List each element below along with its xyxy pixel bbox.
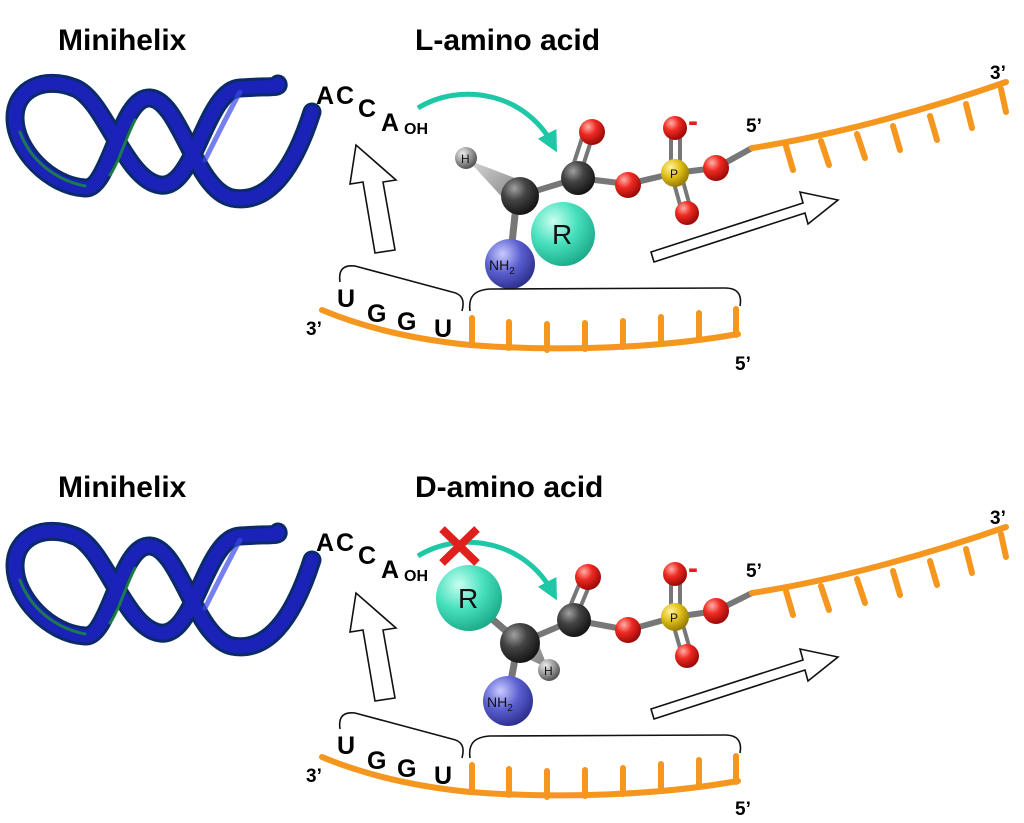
nucleotide-3: G (397, 308, 416, 336)
alpha-carbon-atom (501, 177, 539, 215)
upper-strand-3prime-label: 3’ (990, 508, 1006, 529)
upper-rna-strand (749, 79, 1009, 173)
alpha-carbon-atom (500, 623, 540, 663)
acca-oh: OH (404, 568, 428, 585)
acca-3prime-end: A C C A OH (316, 82, 428, 138)
amine-group (483, 676, 533, 726)
acca-c2: C (358, 95, 376, 123)
nucleotide-2: G (367, 300, 386, 328)
amine-group (485, 239, 535, 289)
r-group (436, 565, 502, 631)
hydrogen-atom (455, 147, 477, 169)
lower-strand-3prime-label: 3’ (306, 766, 322, 787)
upper-rna-strand (749, 524, 1009, 618)
right-bracket (468, 287, 742, 312)
right-hollow-arrow (650, 190, 840, 264)
phosphate-oxygen-atom (663, 562, 687, 586)
up-hollow-arrow (349, 591, 398, 702)
acca-a1: A (316, 529, 334, 557)
ester-oxygen-atom (703, 155, 729, 181)
lower-rna-strand (319, 306, 741, 353)
acca-3prime-end: A C C A OH (316, 529, 428, 585)
phosphorus-label: P (670, 167, 678, 181)
left-bracket (338, 712, 464, 759)
phosphorus-atom (661, 603, 689, 631)
negative-charge: - (688, 552, 698, 585)
r-group-label: R (552, 219, 572, 250)
amine-label: NH (487, 694, 507, 710)
r-group-label: R (458, 583, 478, 614)
acca-c2: C (358, 542, 376, 570)
nucleotide-4: U (434, 315, 452, 343)
nucleotide-4: U (434, 762, 452, 790)
amino-acid-title: D-amino acid (415, 471, 603, 504)
upper-strand-3prime-label: 3’ (990, 63, 1006, 84)
phosphorus-atom (661, 159, 689, 187)
lower-rna-strand (319, 753, 741, 800)
hydrogen-atom (538, 659, 560, 681)
minihelix-title: Minihelix (58, 24, 187, 57)
minihelix-ribbon (5, 74, 322, 209)
acca-c1: C (336, 82, 354, 110)
upper-strand-5prime-label: 5’ (746, 561, 762, 582)
amine-subscript: 2 (507, 703, 513, 714)
svg-text:NH2: NH2 (487, 694, 513, 714)
aminoacyl-phosphate-molecule: H NH2 R P - (455, 105, 754, 289)
acca-oh: OH (404, 121, 428, 138)
svg-text:NH2: NH2 (489, 257, 515, 277)
carbonyl-carbon-atom (557, 603, 591, 637)
lower-strand-5prime-label: 5’ (735, 799, 751, 820)
ester-oxygen-atom (703, 598, 729, 624)
acca-c1: C (336, 529, 354, 557)
aminoacyl-phosphate-molecule: R H NH2 P - (436, 552, 754, 726)
amine-label: NH (489, 257, 509, 273)
acca-a2: A (381, 109, 399, 137)
right-bracket (468, 734, 742, 759)
acca-a1: A (316, 82, 334, 110)
minihelix-ribbon (5, 522, 322, 657)
nucleotide-3: G (397, 755, 416, 783)
nucleotide-2: G (367, 747, 386, 775)
bridging-oxygen-atom (615, 172, 641, 198)
minihelix-title: Minihelix (58, 471, 187, 504)
r-group (531, 202, 595, 266)
lower-strand-5prime-label: 5’ (735, 354, 751, 375)
nucleotide-1: U (337, 285, 355, 313)
up-hollow-arrow (349, 143, 398, 254)
uggu-sequence: U G G U (337, 285, 452, 343)
panel-d-amino-acid: Minihelix D-amino acid A C C A OH (5, 471, 1009, 820)
nucleotide-1: U (337, 732, 355, 760)
phosphorus-label: P (670, 611, 678, 625)
phosphate-oxygen-atom (675, 201, 699, 225)
phosphate-oxygen-atom (663, 116, 687, 140)
right-hollow-arrow (650, 647, 840, 721)
phosphate-oxygen-atom (675, 644, 699, 668)
carbonyl-oxygen-atom (575, 564, 601, 590)
blocked-cross-icon (439, 526, 480, 566)
hydrogen-label: H (544, 664, 553, 678)
carbonyl-carbon-atom (561, 161, 595, 195)
bridging-oxygen-atom (615, 617, 641, 643)
left-bracket (338, 265, 464, 312)
amino-acid-title: L-amino acid (415, 24, 600, 57)
lower-strand-3prime-label: 3’ (306, 319, 322, 340)
uggu-sequence: U G G U (337, 732, 452, 790)
carbonyl-oxygen-atom (579, 119, 605, 145)
amine-subscript: 2 (509, 266, 515, 277)
aminoacyl-transfer-arrow (416, 91, 557, 153)
upper-strand-5prime-label: 5’ (746, 116, 762, 137)
aminoacyl-transfer-arrow (416, 539, 557, 601)
negative-charge: - (688, 105, 698, 138)
acca-a2: A (381, 556, 399, 584)
hydrogen-label: H (461, 152, 470, 166)
panel-l-amino-acid: Minihelix L-amino acid A C C A OH (5, 24, 1009, 375)
